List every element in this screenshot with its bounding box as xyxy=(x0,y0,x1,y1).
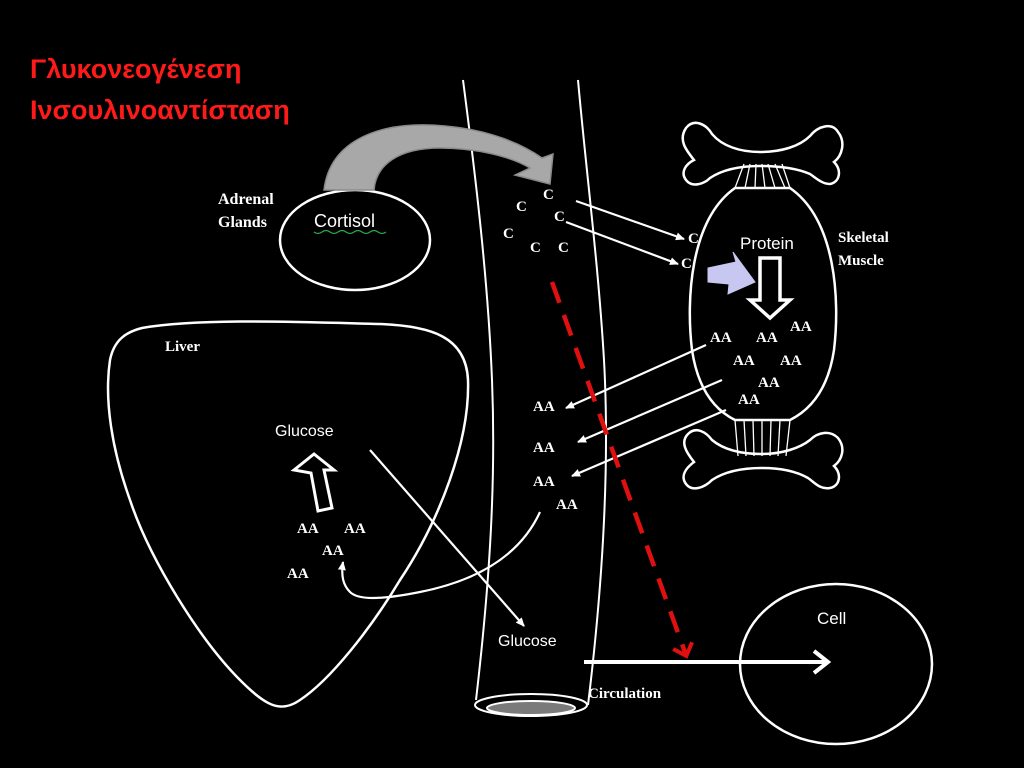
adrenal-label-line-2: Glands xyxy=(218,214,267,231)
vessel-amino-acids: AA AA AA AA xyxy=(533,399,578,513)
adrenal-label-line-1: Adrenal xyxy=(218,191,274,208)
tendon-bottom xyxy=(734,419,791,457)
vessel-glucose-label: Glucose xyxy=(498,633,557,650)
circulation-label: Circulation xyxy=(588,686,662,702)
muscle-amino-acids: AA AA AA AA AA AA AA xyxy=(710,319,812,408)
amino-acid: AA xyxy=(287,566,309,582)
title-line-1: Γλυκονεογένεση xyxy=(30,54,242,84)
cortisol-label: Cortisol xyxy=(314,211,375,231)
amino-acid: AA xyxy=(533,440,555,456)
cortisol-molecules: C C C C C C C C xyxy=(503,187,699,272)
amino-acid: AA xyxy=(556,497,578,513)
cortisol-c: C xyxy=(543,187,554,203)
amino-acid: AA xyxy=(790,319,812,335)
liver-label: Liver xyxy=(165,339,200,355)
liver-shape xyxy=(106,320,470,708)
liver-glucose-label: Glucose xyxy=(275,423,334,440)
cortisol-c: C xyxy=(681,256,692,272)
cortisol-action-arrow xyxy=(707,251,756,295)
cell-label: Cell xyxy=(817,609,846,628)
amino-acid: AA xyxy=(297,521,319,537)
amino-acid: AA xyxy=(733,353,755,369)
skeletal-label-line-1: Skeletal xyxy=(838,230,889,246)
cortisol-c: C xyxy=(554,209,565,225)
cortisol-c: C xyxy=(516,199,527,215)
amino-acid: AA xyxy=(533,399,555,415)
cortisol-c: C xyxy=(688,231,699,247)
amino-acid: AA xyxy=(756,330,778,346)
adrenal-gland-shape xyxy=(278,188,432,292)
glucose-export-arrow xyxy=(369,449,525,627)
gluconeogenesis-arrow xyxy=(290,452,339,513)
amino-acid: AA xyxy=(344,521,366,537)
amino-acid-uptake-arrow xyxy=(337,511,541,600)
amino-acid: AA xyxy=(738,392,760,408)
cortisol-release-arrow xyxy=(323,124,554,191)
cortisol-c: C xyxy=(503,226,514,242)
insulin-resistance-arrow xyxy=(549,281,694,659)
amino-acid: AA xyxy=(533,474,555,490)
bone-top xyxy=(681,121,844,186)
amino-acid: AA xyxy=(710,330,732,346)
protein-label: Protein xyxy=(740,234,794,253)
cortisol-underline xyxy=(313,229,387,235)
cortisol-to-muscle-arrows xyxy=(565,199,685,266)
amino-acid-transport-arrows xyxy=(565,343,727,478)
blood-vessel xyxy=(462,79,608,717)
amino-acid: AA xyxy=(322,543,344,559)
title-line-2: Ινσουλινοαντίσταση xyxy=(30,95,290,125)
amino-acid: AA xyxy=(780,353,802,369)
amino-acid: AA xyxy=(758,375,780,391)
cortisol-c: C xyxy=(530,240,541,256)
tendon-top xyxy=(734,163,791,189)
bone-bottom xyxy=(682,429,844,490)
skeletal-label-line-2: Muscle xyxy=(838,253,884,269)
protein-breakdown-arrow xyxy=(745,256,795,321)
liver-amino-acids: AA AA AA AA xyxy=(287,521,366,582)
cortisol-c: C xyxy=(558,240,569,256)
